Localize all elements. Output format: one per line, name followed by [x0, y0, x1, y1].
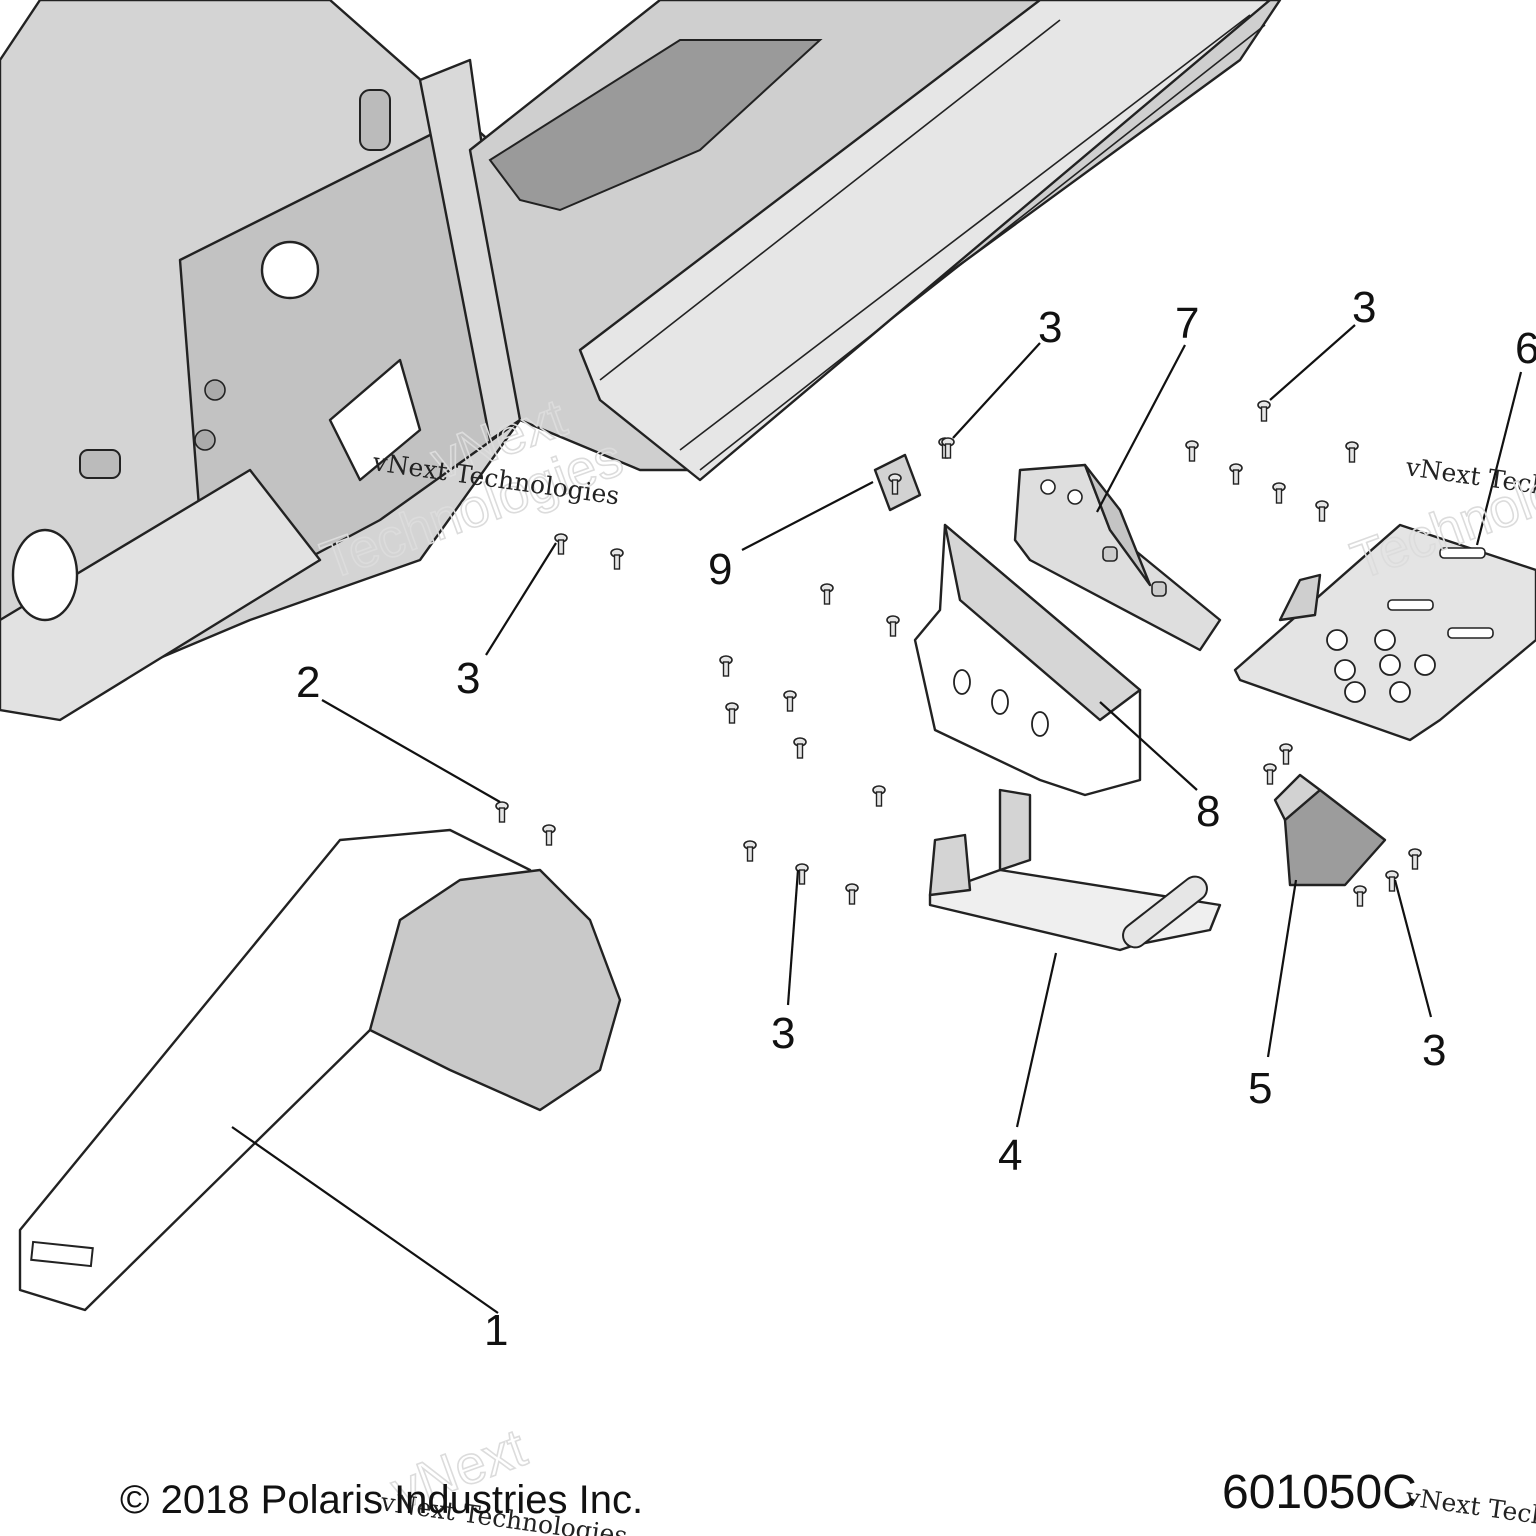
- part-1-snowflap: [18, 828, 622, 1312]
- drawing-number: 601050C: [1222, 1466, 1417, 1519]
- watermark-text-bottom-right: vNext Technologies: [1403, 1482, 1536, 1536]
- callout-3-b: 3: [1038, 303, 1062, 352]
- copyright-notice: © 2018 Polaris Industries Inc.: [120, 1478, 644, 1522]
- callout-numbers: 1 2 3 3 3 3 3 4 5 6 7 8 9: [296, 283, 1536, 1355]
- tunnel-and-running-board: [468, 0, 1282, 482]
- callout-3-a: 3: [456, 654, 480, 703]
- part-5-gusset: [1273, 773, 1387, 887]
- leader-lines: [231, 324, 1523, 1314]
- callout-7: 7: [1175, 299, 1199, 348]
- callout-8: 8: [1196, 787, 1220, 836]
- callout-3-e: 3: [1422, 1026, 1446, 1075]
- part-6-running-board-plate: [1233, 523, 1536, 742]
- part-9-plate: [873, 437, 952, 512]
- part-2-bolt: [495, 801, 509, 823]
- part-4-lower-bracket: [928, 788, 1222, 952]
- callout-5: 5: [1248, 1064, 1272, 1113]
- callout-4: 4: [998, 1131, 1022, 1180]
- callout-1: 1: [484, 1306, 508, 1355]
- callout-9: 9: [708, 545, 732, 594]
- part-8-heat-shield: [913, 523, 1142, 797]
- callout-3-c: 3: [1352, 283, 1376, 332]
- chassis-frame: [0, 0, 522, 722]
- callout-2: 2: [296, 658, 320, 707]
- callout-3-d: 3: [771, 1009, 795, 1058]
- part-7-bracket: [1013, 463, 1222, 652]
- callout-6: 6: [1515, 324, 1536, 373]
- part-2-bolt: [542, 824, 556, 846]
